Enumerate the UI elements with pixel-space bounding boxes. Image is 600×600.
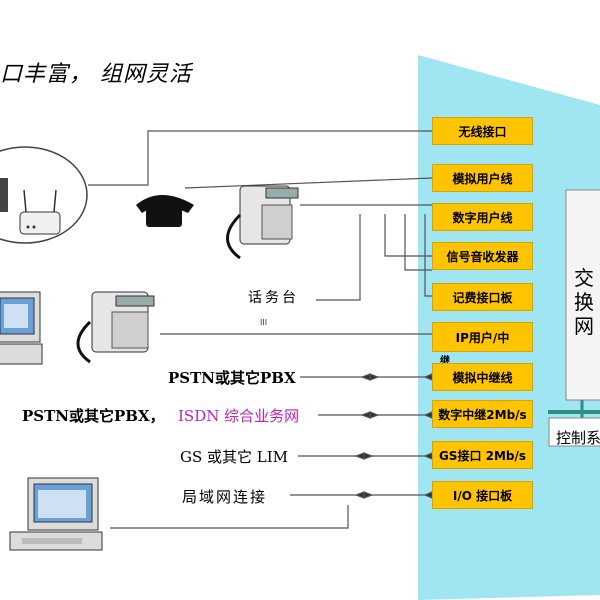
gs-label: GS 或其它 LIM [180, 448, 289, 466]
computer-icon [0, 291, 43, 365]
lan-cable [110, 505, 349, 529]
switch-network-char-2: 换 [574, 290, 594, 314]
switch-network-char-3: 网 [574, 314, 594, 338]
operator-phone-icon [76, 291, 155, 364]
page-title: 口丰富， 组网灵活 [0, 62, 192, 87]
lan-computer-icon [9, 477, 103, 551]
port-ip-overflow: 继 [440, 356, 450, 367]
control-system-label: 控制系 [556, 429, 600, 447]
small-mark: III [260, 318, 268, 327]
trunk-lines [290, 373, 433, 499]
pstn-label-2: PSTN或其它PBX， [22, 407, 165, 425]
pstn-label-1: PSTN或其它PBX [168, 369, 296, 387]
phone-icon [136, 195, 194, 227]
router-icon [19, 189, 61, 235]
connection-lines [88, 130, 433, 335]
operator-console-label: 话务台 [248, 290, 299, 306]
desk-phone-icon [226, 185, 299, 260]
port-digital-trunk: 数字中继2Mb/s [432, 400, 533, 428]
port-analog-trunk: 模拟中继线 [432, 363, 533, 391]
port-io: I/O 接口板 [432, 481, 533, 509]
isdn-label: ISDN 综合业务网 [178, 407, 300, 425]
port-gs: GS接口 2Mb/s [432, 441, 533, 469]
lan-label: 局域网连接 [182, 488, 268, 506]
port-digital-subscriber: 数字用户线 [432, 203, 533, 231]
control-system-box [548, 417, 600, 447]
switching-network-block [565, 189, 600, 401]
port-ip: IP用户/中 [432, 322, 533, 352]
port-analog-subscriber: 模拟用户线 [432, 164, 533, 192]
port-tone-transceiver: 信号音收发器 [432, 242, 533, 270]
switch-network-char-1: 交 [574, 266, 594, 290]
port-wireless: 无线接口 [432, 117, 533, 145]
port-billing: 记费接口板 [432, 283, 533, 311]
